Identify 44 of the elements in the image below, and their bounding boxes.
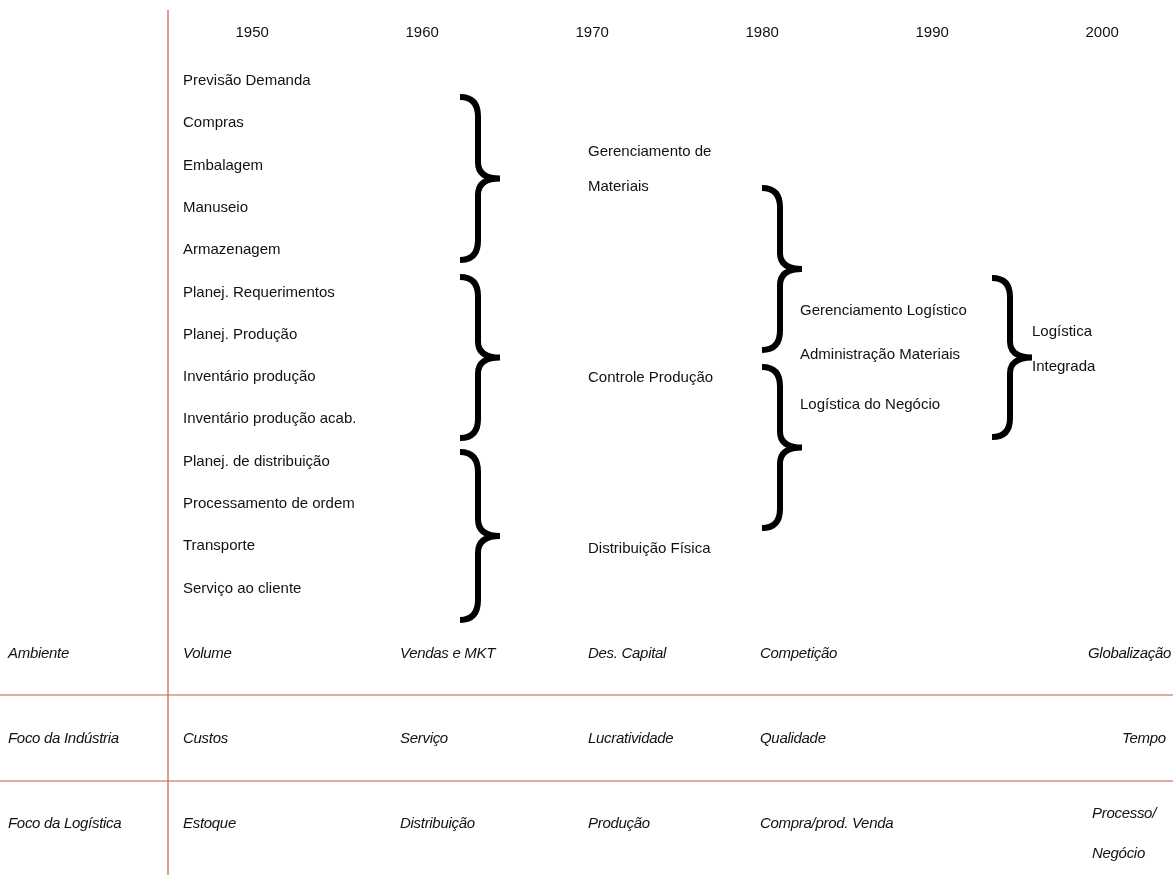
year-label: 1960 [405,22,439,42]
table-text: Globalização [1088,643,1172,663]
table-text: Competição [760,643,838,663]
table-text: Foco da Logística [8,813,122,833]
item-label: Planej. de distribuição [183,450,330,471]
item-label: Planej. Produção [183,323,298,344]
item-label: Serviço ao cliente [183,577,302,598]
table-text: Des. Capital [588,643,667,663]
table-text: Estoque [183,813,236,833]
item-label: Compras [183,112,244,133]
table-text: Lucratividade [588,728,674,748]
year-label: 1980 [745,22,779,42]
table-text: Custos [183,728,228,748]
item-label: Manuseio [183,196,249,217]
item-label: Gerenciamento Logístico [800,300,967,320]
table-text: Tempo [1122,728,1166,748]
item-label: Embalagem [183,154,264,175]
table-text: Volume [183,643,232,663]
table-text: Distribuição [400,813,475,833]
item-label: Planej. Requerimentos [183,281,335,302]
item-label: Previsão Demanda [183,70,311,90]
table-text: Foco da Indústria [8,728,119,748]
item-label: Administração Materiais [800,344,961,364]
item-label: Inventário produção [183,366,316,387]
item-label: Processamento de ordem [183,493,355,513]
table-text: Qualidade [760,728,826,748]
table-text: Vendas e MKT [400,643,496,663]
item-label: Controle Produção [588,367,714,387]
table-text: Produção [588,813,650,833]
item-label: Armazenagem [183,239,281,260]
year-label: 1990 [915,22,949,42]
table-text: Ambiente [8,643,69,663]
table-text: Processo/ Negócio [1092,803,1159,863]
year-label: 2000 [1085,22,1119,42]
table-text: Compra/prod. Venda [760,813,894,833]
item-label: Logística Integrada [1032,320,1097,376]
item-label: Inventário produção acab. [183,408,357,429]
year-label: 1970 [575,22,609,42]
year-label: 1950 [235,22,269,42]
item-label: Logística do Negócio [800,394,941,414]
item-label: Gerenciamento de Materiais [588,140,713,196]
table-text: Serviço [400,728,448,748]
item-label: Transporte [183,535,255,556]
item-label: Distribuição Física [588,538,711,558]
